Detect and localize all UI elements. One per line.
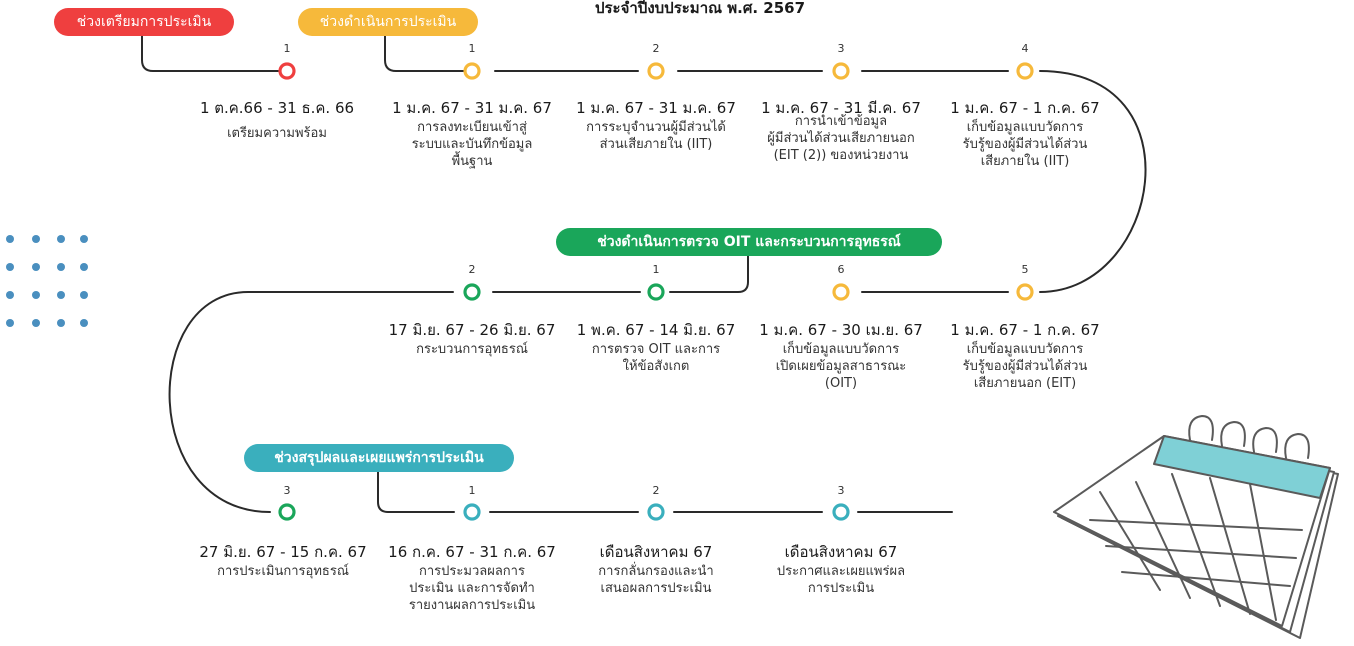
node-exec-6 xyxy=(832,283,850,301)
page-title: ประจำปีงบประมาณ พ.ศ. 2567 xyxy=(594,0,806,17)
step-description: ประกาศและเผยแพร่ผล การประเมิน xyxy=(776,564,906,596)
step-number: 2 xyxy=(468,263,476,276)
step-description: เก็บข้อมูลแบบวัดการ เปิดเผยข้อมูลสาธารณะ… xyxy=(775,342,907,391)
step-date: 1 ม.ค. 67 - 31 ม.ค. 67 xyxy=(392,99,552,117)
step-description: เตรียมความพร้อม xyxy=(227,126,327,141)
step-description: การประมวลผลการ ประเมิน และการจัดทำ รายงา… xyxy=(408,564,536,613)
step-date: เดือนสิงหาคม 67 xyxy=(599,543,713,561)
step-date: 1 ต.ค.66 - 31 ธ.ค. 66 xyxy=(199,99,355,117)
step-number: 3 xyxy=(283,484,291,497)
step-number: 3 xyxy=(837,484,845,497)
node-sum-3 xyxy=(832,503,850,521)
step-description: การตรวจ OIT และการ ให้ข้อสังเกต xyxy=(591,342,721,374)
node-audit-1 xyxy=(647,283,665,301)
node-exec-4 xyxy=(1016,62,1034,80)
step-number: 1 xyxy=(283,42,291,55)
connector-left-curve xyxy=(168,291,279,513)
connector-exec xyxy=(384,31,465,72)
node-audit-3 xyxy=(278,503,296,521)
step-description: การลงทะเบียนเข้าสู่ ระบบและบันทึกข้อมูล … xyxy=(411,120,533,169)
step-date: 17 มิ.ย. 67 - 26 มิ.ย. 67 xyxy=(388,321,556,339)
step-date: 1 ม.ค. 67 - 1 ก.ค. 67 xyxy=(950,321,1100,339)
step-description: กระบวนการอุทธรณ์ xyxy=(416,342,528,357)
connector-prep xyxy=(141,31,279,72)
step-date: 27 มิ.ย. 67 - 15 ก.ค. 67 xyxy=(199,543,367,561)
node-prep-1 xyxy=(278,62,296,80)
step-date: 1 ม.ค. 67 - 30 เม.ย. 67 xyxy=(759,321,923,339)
node-exec-1 xyxy=(463,62,481,80)
phase-summary-pill: ช่วงสรุปผลและเผยแพร่การประเมิน xyxy=(244,444,514,472)
step-date: เดือนสิงหาคม 67 xyxy=(784,543,898,561)
step-number: 5 xyxy=(1021,263,1029,276)
node-audit-2 xyxy=(463,283,481,301)
step-date: 1 ม.ค. 67 - 31 ม.ค. 67 xyxy=(576,99,736,117)
phase-audit-pill: ช่วงดำเนินการตรวจ OIT และกระบวนการอุทธรณ… xyxy=(556,228,942,256)
step-description: การประเมินการอุทธรณ์ xyxy=(217,564,349,579)
step-description: การนำเข้าข้อมูล ผู้มีส่วนได้ส่วนเสียภายน… xyxy=(767,114,915,163)
connector-right-curve xyxy=(1039,70,1147,293)
step-description: การระบุจำนวนผู้มีส่วนได้ ส่วนเสียภายใน (… xyxy=(586,120,726,152)
step-number: 2 xyxy=(652,484,660,497)
step-date: 1 ม.ค. 67 - 31 มี.ค. 67 xyxy=(761,99,921,117)
step-number: 1 xyxy=(468,42,476,55)
connector-audit xyxy=(669,251,749,293)
connector-summary xyxy=(377,469,455,513)
step-number: 1 xyxy=(468,484,476,497)
node-sum-1 xyxy=(463,503,481,521)
step-date: 1 ม.ค. 67 - 1 ก.ค. 67 xyxy=(950,99,1100,117)
step-number: 2 xyxy=(652,42,660,55)
step-date: 16 ก.ค. 67 - 31 ก.ค. 67 xyxy=(388,543,556,561)
step-number: 4 xyxy=(1021,42,1029,55)
step-description: การกลั่นกรองและนำ เสนอผลการประเมิน xyxy=(598,564,714,596)
node-exec-5 xyxy=(1016,283,1034,301)
step-description: เก็บข้อมูลแบบวัดการ รับรู้ของผู้มีส่วนได… xyxy=(962,342,1088,391)
step-description: เก็บข้อมูลแบบวัดการ รับรู้ของผู้มีส่วนได… xyxy=(962,120,1088,169)
step-number: 6 xyxy=(837,263,845,276)
calendar-illustration xyxy=(1053,415,1339,639)
step-date: 1 พ.ค. 67 - 14 มิ.ย. 67 xyxy=(576,321,736,339)
phase-exec-pill: ช่วงดำเนินการประเมิน xyxy=(298,8,478,36)
step-number: 3 xyxy=(837,42,845,55)
step-number: 1 xyxy=(652,263,660,276)
node-exec-3 xyxy=(832,62,850,80)
node-exec-2 xyxy=(647,62,665,80)
phase-prep-pill: ช่วงเตรียมการประเมิน xyxy=(54,8,234,36)
node-sum-2 xyxy=(647,503,665,521)
